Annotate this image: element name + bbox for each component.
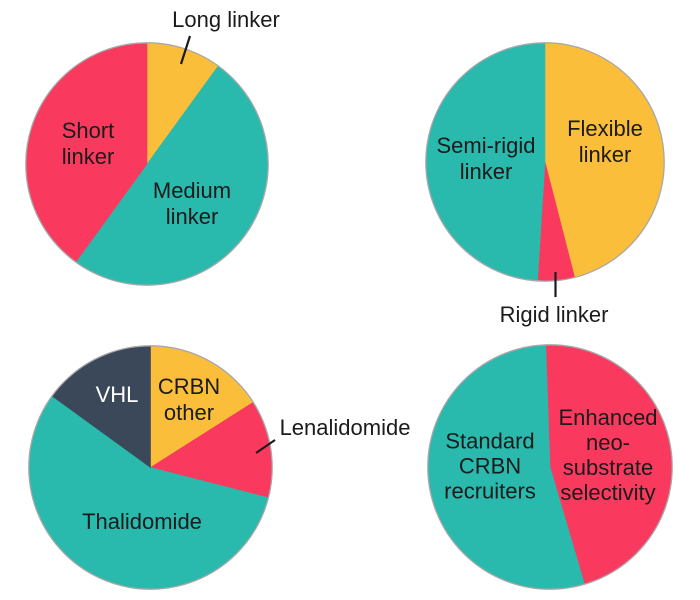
label-rigid-linker: Rigid linker (499, 302, 609, 327)
pie-chart-linker-rigidity (425, 42, 665, 282)
label-medium-linker: Medium linker (152, 178, 232, 229)
label-flexible-linker: Flexible linker (567, 116, 643, 167)
label-semi-rigid-linker: Semi-rigid linker (436, 133, 536, 184)
label-standard-crbn-recruiters: Standard CRBN recruiters (444, 428, 536, 504)
pie-rim (425, 42, 665, 282)
pie-chart-e3-recruiters (28, 345, 273, 590)
label-crbn-other: CRBN other (157, 374, 221, 425)
pie-chart-linker-length (25, 42, 269, 286)
pie-rim (427, 344, 673, 590)
label-long-linker: Long linker (172, 7, 280, 32)
label-enhanced-neo-substrate-selectivity: Enhanced neo- substrate selectivity (558, 405, 658, 505)
label-vhl: VHL (95, 382, 139, 407)
pie-rim (25, 42, 269, 286)
pie-rim (28, 345, 273, 590)
label-short-linker: Short linker (61, 118, 115, 169)
label-lenalidomide: Lenalidomide (279, 415, 411, 440)
pie-chart-crbn-selectivity (427, 344, 673, 590)
label-thalidomide: Thalidomide (82, 509, 202, 534)
